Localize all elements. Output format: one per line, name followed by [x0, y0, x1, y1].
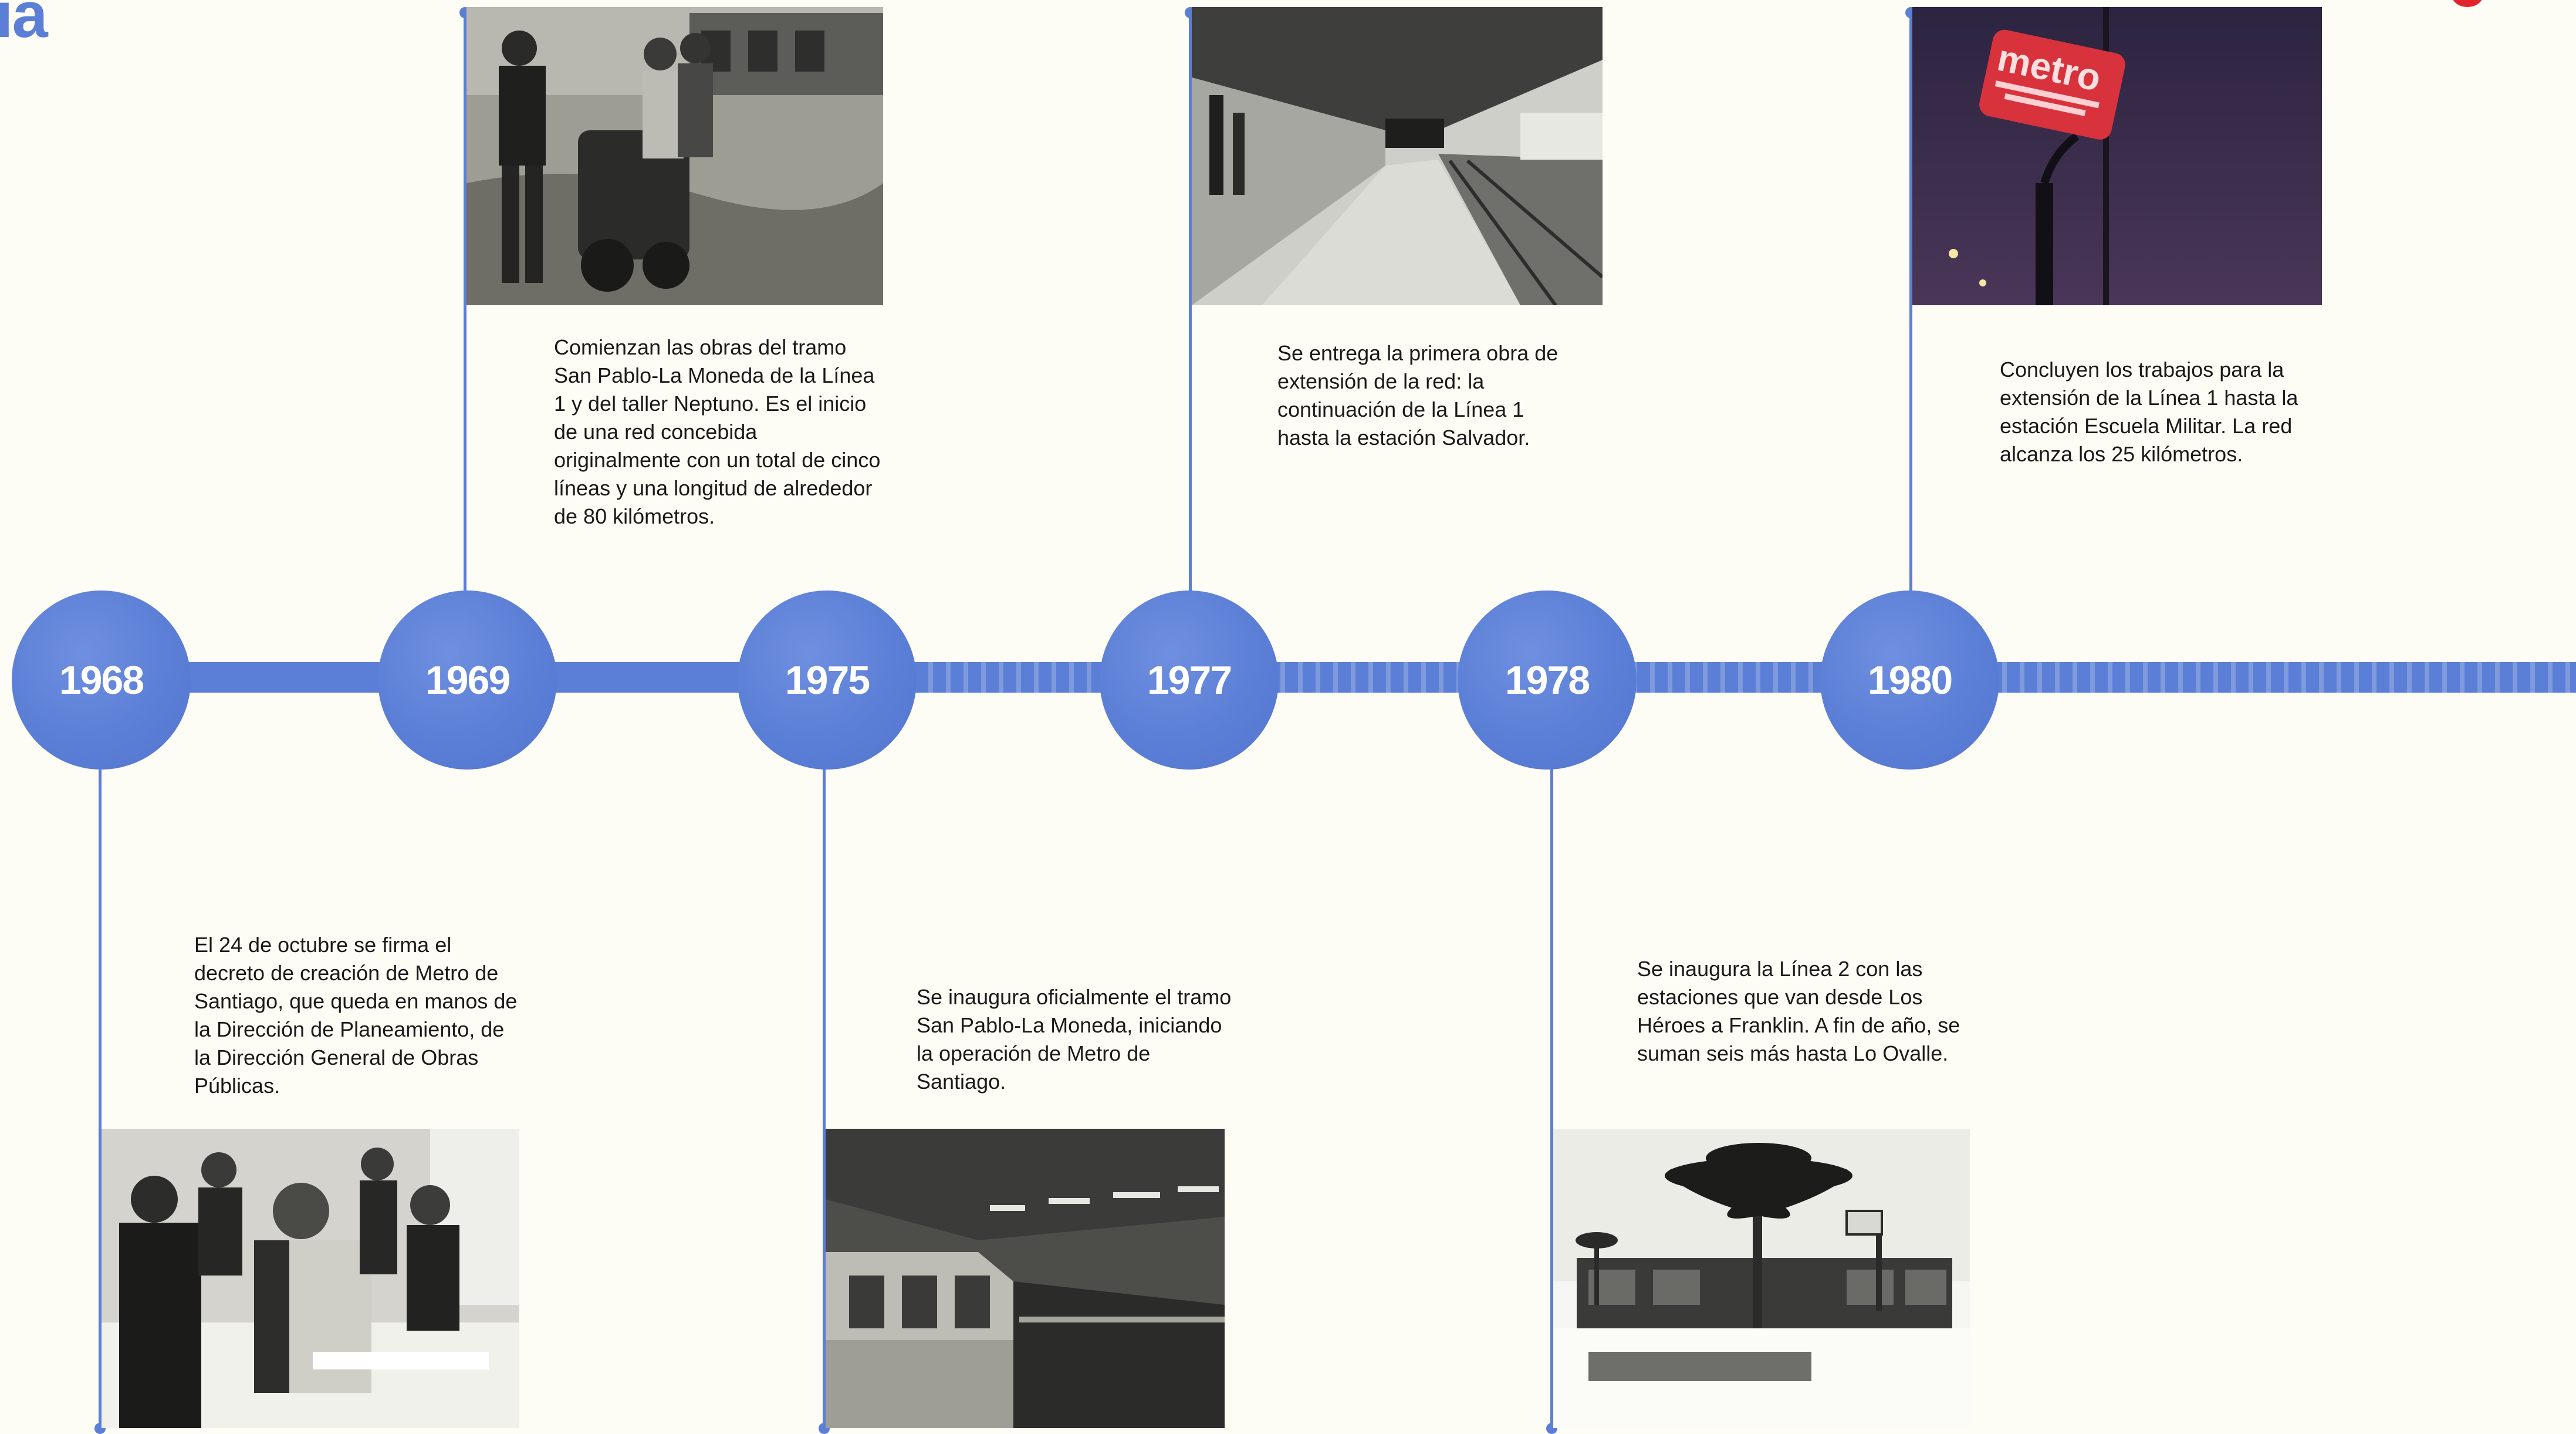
event-caption-1977: Se entrega la primera obra de extensión …	[1277, 341, 1559, 450]
notification-dot[interactable]	[2452, 0, 2483, 7]
year-marker-1969[interactable]: 1969	[378, 591, 557, 770]
metro-sign-night-photo: metro	[1912, 7, 2322, 305]
year-marker-1977[interactable]: 1977	[1100, 591, 1279, 770]
event-caption-1978: Se inaugura la Línea 2 con las estacione…	[1637, 957, 1960, 1065]
year-label: 1978	[1505, 657, 1590, 703]
signing-ceremony-photo	[102, 1129, 519, 1428]
event-caption-1980: Concluyen los trabajos para la extensión…	[2000, 357, 2298, 466]
year-marker-1978[interactable]: 1978	[1458, 591, 1637, 770]
construction-workers-photo	[466, 7, 883, 305]
year-label: 1975	[785, 657, 870, 703]
year-label: 1977	[1147, 657, 1232, 703]
event-caption-1968: El 24 de octubre se firma el decreto de …	[194, 933, 518, 1098]
station-exterior-palm-photo	[1553, 1129, 1970, 1428]
station-platform-photo	[1192, 7, 1603, 305]
page-title-fragment: ia	[0, 0, 48, 51]
event-caption-1975: Se inaugura oficialmente el tramo San Pa…	[917, 985, 1232, 1094]
year-label: 1980	[1867, 657, 1953, 703]
event-caption-1969: Comienzan las obras del tramo San Pablo-…	[554, 335, 881, 528]
metro-train-photo	[826, 1129, 1225, 1428]
year-marker-1980[interactable]: 1980	[1820, 591, 1999, 770]
year-marker-1968[interactable]: 1968	[12, 591, 191, 770]
year-label: 1968	[59, 657, 144, 703]
year-marker-1975[interactable]: 1975	[738, 591, 917, 770]
year-label: 1969	[425, 657, 511, 703]
